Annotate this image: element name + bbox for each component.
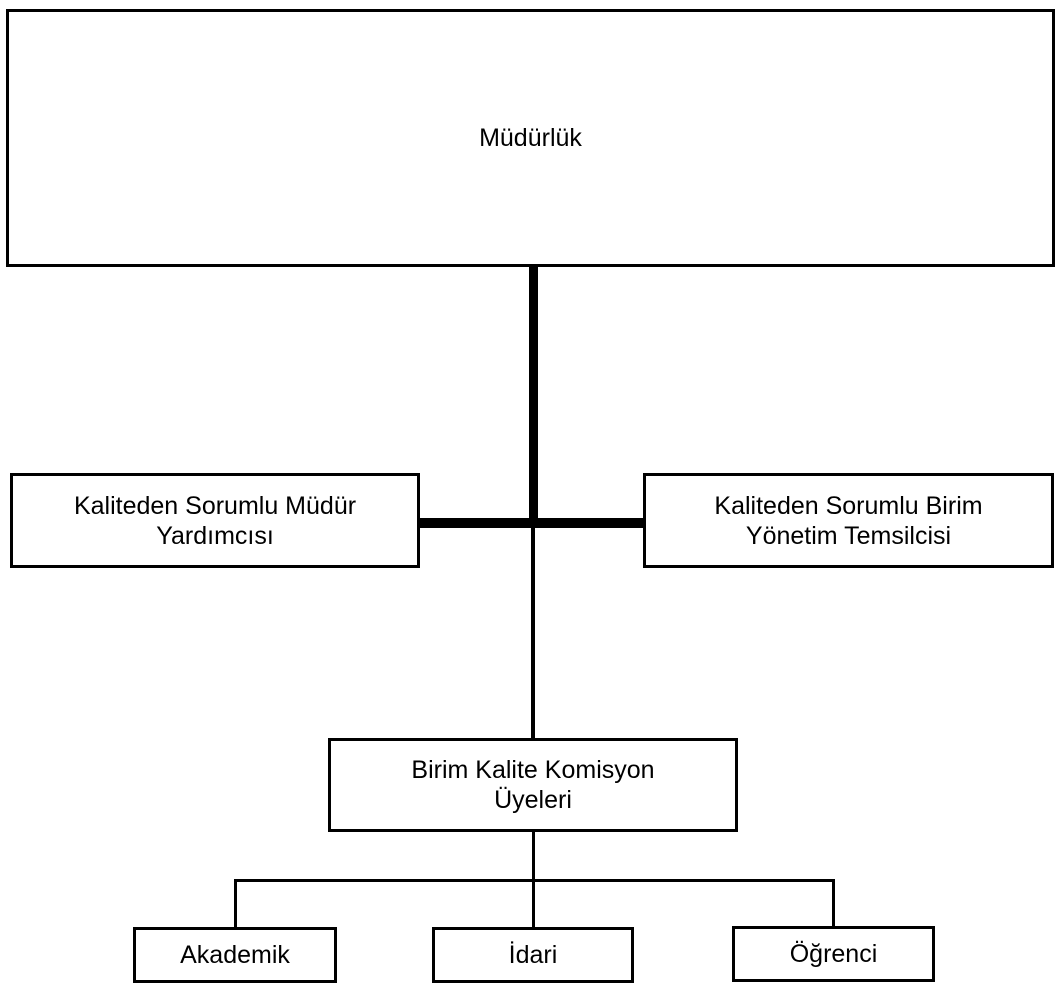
node-deputy-left-line2: Yardımcısı [156,521,274,550]
connector-root-vertical [529,267,538,527]
node-kaliteden-sorumlu-birim-yonetim-temsilcisi: Kaliteden Sorumlu Birim Yönetim Temsilci… [643,473,1054,568]
connector-drop-akademik [234,879,237,927]
node-kaliteden-sorumlu-mudur-yardimcisi: Kaliteden Sorumlu Müdür Yardımcısı [10,473,420,568]
node-commission-line2: Üyeleri [494,786,572,814]
node-mudurluk-label: Müdürlük [479,124,582,152]
node-birim-kalite-komisyon-uyeleri: Birim Kalite Komisyon Üyeleri [328,738,738,832]
node-ogrenci: Öğrenci [732,926,935,982]
connector-members-distribution [234,879,835,882]
connector-drop-ogrenci [832,879,835,926]
connector-drop-idari [532,882,535,927]
node-deputy-right-line1: Kaliteden Sorumlu Birim [714,491,983,520]
node-idari-label: İdari [508,941,558,969]
node-deputy-left-line1: Kaliteden Sorumlu Müdür [73,491,357,520]
node-mudurluk: Müdürlük [6,9,1055,267]
node-ogrenci-label: Öğrenci [789,940,878,968]
node-idari: İdari [432,927,634,983]
connector-junction-to-commission [531,527,535,738]
node-commission-line1: Birim Kalite Komisyon [411,756,655,784]
node-deputy-right-line2: Yönetim Temsilcisi [745,521,952,550]
node-akademik: Akademik [133,927,337,983]
connector-deputies-crossbar [418,518,646,528]
node-akademik-label: Akademik [180,941,290,969]
connector-commission-down [532,832,535,880]
